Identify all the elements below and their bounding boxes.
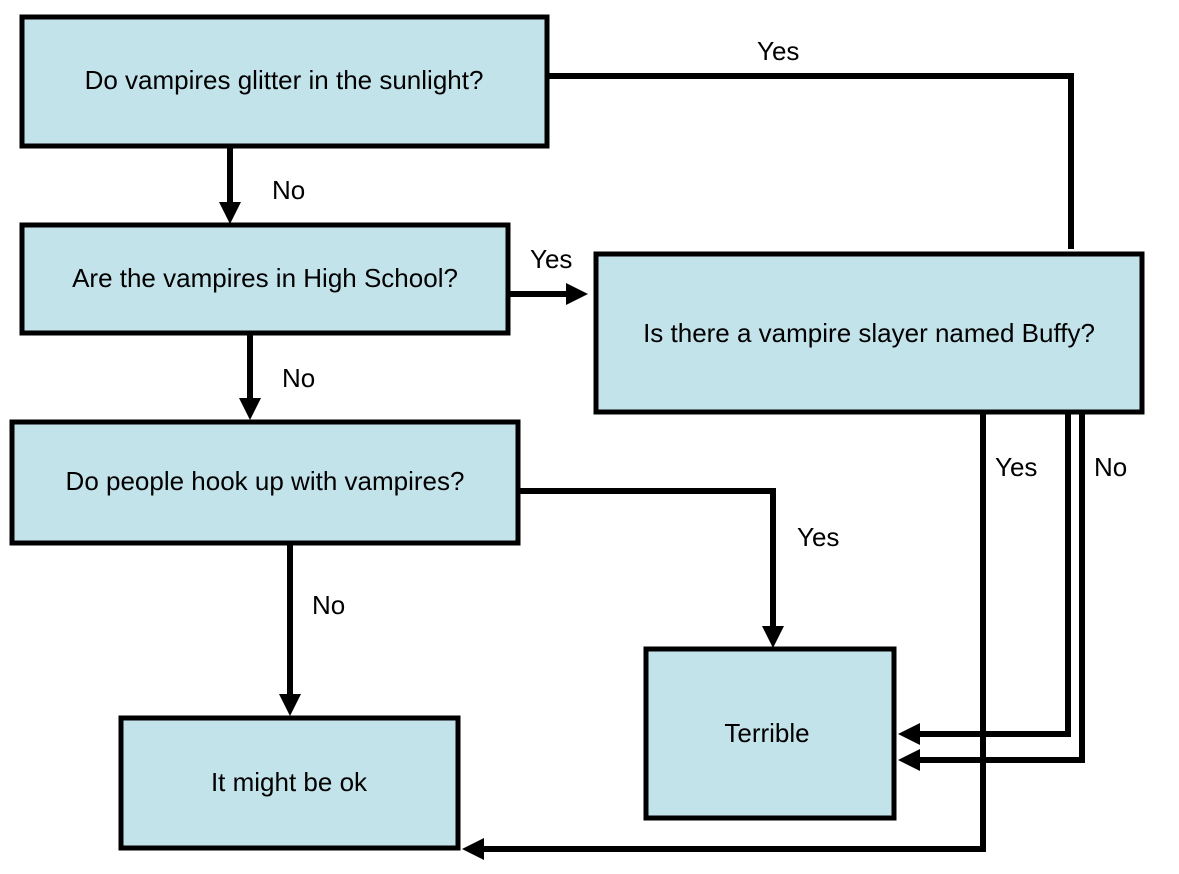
node-label: Are the vampires in High School?	[72, 263, 458, 293]
node-q2: Are the vampires in High School?	[19, 222, 511, 336]
node-label: Is there a vampire slayer named Buffy?	[643, 318, 1095, 348]
node-label: Do vampires glitter in the sunlight?	[85, 65, 484, 95]
node-q4: Do people hook up with vampires?	[9, 419, 521, 546]
arrowhead	[566, 283, 588, 305]
box	[118, 715, 461, 851]
arrowhead	[898, 723, 920, 745]
box	[9, 419, 521, 546]
box	[19, 14, 550, 149]
edge-q3-terrible-no	[898, 414, 1085, 771]
node-label: Do people hook up with vampires?	[66, 466, 465, 496]
edge-label-q2-no: No	[282, 363, 315, 393]
box	[643, 646, 897, 821]
node-q1: Do vampires glitter in the sunlight?	[19, 14, 550, 149]
arrowhead	[239, 398, 261, 420]
edge-q4-terrible	[520, 488, 784, 648]
edge-label-q2-yes: Yes	[530, 244, 572, 274]
arrowhead	[462, 838, 484, 860]
node-q3: Is there a vampire slayer named Buffy?	[593, 251, 1145, 415]
edge-label-q4-no: No	[312, 590, 345, 620]
edge-q2-q3	[510, 283, 588, 305]
box	[593, 251, 1145, 415]
edge-q3-terrible-yes	[898, 414, 1071, 745]
edge-q1-q2	[219, 146, 241, 224]
node-label: It might be ok	[211, 767, 368, 797]
edge-label-q1-no: No	[272, 175, 305, 205]
arrowhead	[279, 694, 301, 716]
edge-q2-q4	[239, 334, 261, 420]
edge-q1-q3	[548, 73, 1074, 249]
box	[19, 222, 511, 336]
edge-q4-ok	[279, 545, 301, 716]
edge-label-q3-no: No	[1094, 452, 1127, 482]
edge-q3-ok	[462, 414, 986, 860]
node-ok: It might be ok	[118, 715, 461, 851]
edge-label-q3-yes: Yes	[995, 452, 1037, 482]
edge-label-q4-yes: Yes	[797, 522, 839, 552]
node-terrible: Terrible	[643, 646, 897, 821]
arrowhead	[898, 749, 920, 771]
arrowhead	[762, 626, 784, 648]
edge-labels: No Yes Yes No Yes No Yes No	[272, 36, 1127, 620]
edges	[219, 73, 1085, 860]
edge-label-q1-yes: Yes	[757, 36, 799, 66]
node-label: Terrible	[724, 718, 809, 748]
arrowhead	[219, 202, 241, 224]
